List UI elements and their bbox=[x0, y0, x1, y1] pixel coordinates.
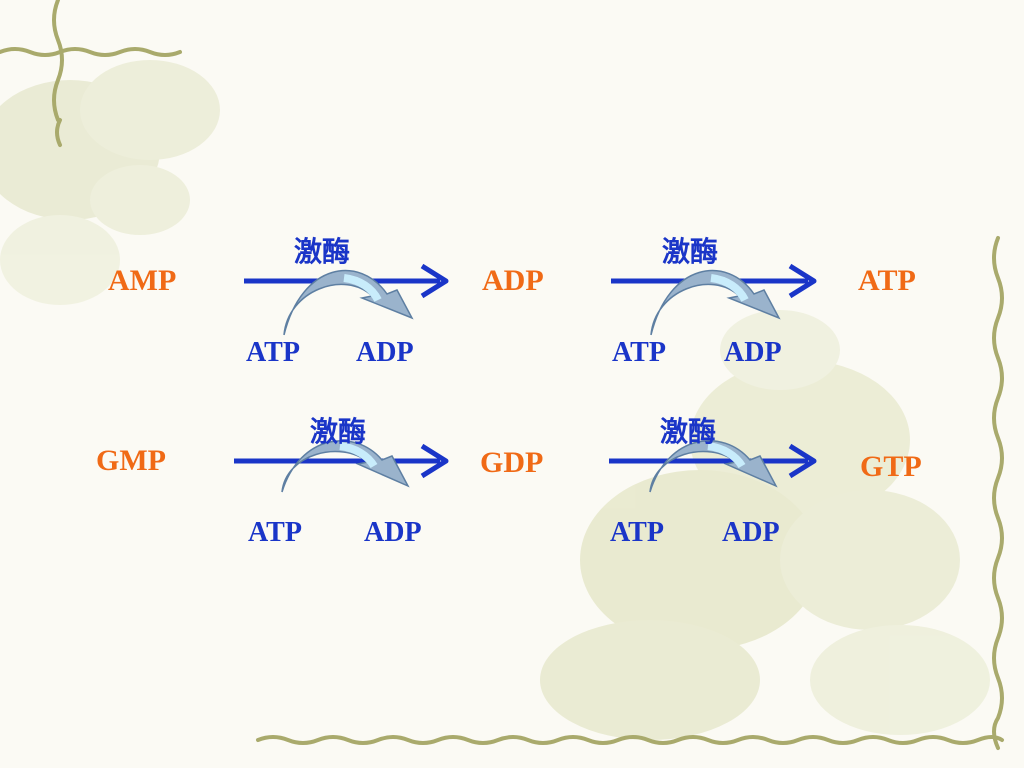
vine-decoration-bottom bbox=[256, 735, 1004, 745]
cofactor-adp-label: ADP bbox=[724, 337, 782, 368]
cofactor-curve-arrow bbox=[281, 439, 410, 493]
cofactor-curve-arrow bbox=[283, 269, 414, 336]
enzyme-label: 激酶 bbox=[660, 415, 717, 448]
reaction-row-1-graphics bbox=[244, 263, 817, 336]
cofactor-adp-label: ADP bbox=[722, 517, 780, 548]
cofactor-atp-label: ATP bbox=[246, 337, 300, 368]
cofactor-adp-label: ADP bbox=[356, 337, 414, 368]
reaction-arrow bbox=[234, 443, 449, 479]
cofactor-curve-arrow bbox=[649, 439, 778, 493]
enzyme-label: 激酶 bbox=[294, 235, 351, 268]
enzyme-label: 激酶 bbox=[662, 235, 719, 268]
reaction-row-2-graphics bbox=[234, 439, 817, 493]
cofactor-atp-label: ATP bbox=[610, 517, 664, 548]
reaction-arrow bbox=[609, 443, 817, 479]
cofactor-curve-arrow bbox=[650, 269, 781, 336]
cofactor-atp-label: ATP bbox=[612, 337, 666, 368]
vine-decoration-right bbox=[992, 236, 1004, 750]
substrate-amp: AMP bbox=[108, 264, 177, 297]
cofactor-adp-label: ADP bbox=[364, 517, 422, 548]
substrate-atp: ATP bbox=[858, 264, 916, 297]
substrate-gdp: GDP bbox=[480, 446, 544, 479]
substrate-gmp: GMP bbox=[96, 444, 166, 477]
leaf-decoration-right bbox=[540, 310, 990, 740]
substrate-adp: ADP bbox=[482, 264, 544, 297]
substrate-gtp: GTP bbox=[860, 450, 922, 483]
enzyme-label: 激酶 bbox=[310, 415, 367, 448]
cofactor-atp-label: ATP bbox=[248, 517, 302, 548]
vine-decoration-top-left bbox=[0, 0, 182, 147]
leaf-decoration-left bbox=[0, 60, 220, 305]
